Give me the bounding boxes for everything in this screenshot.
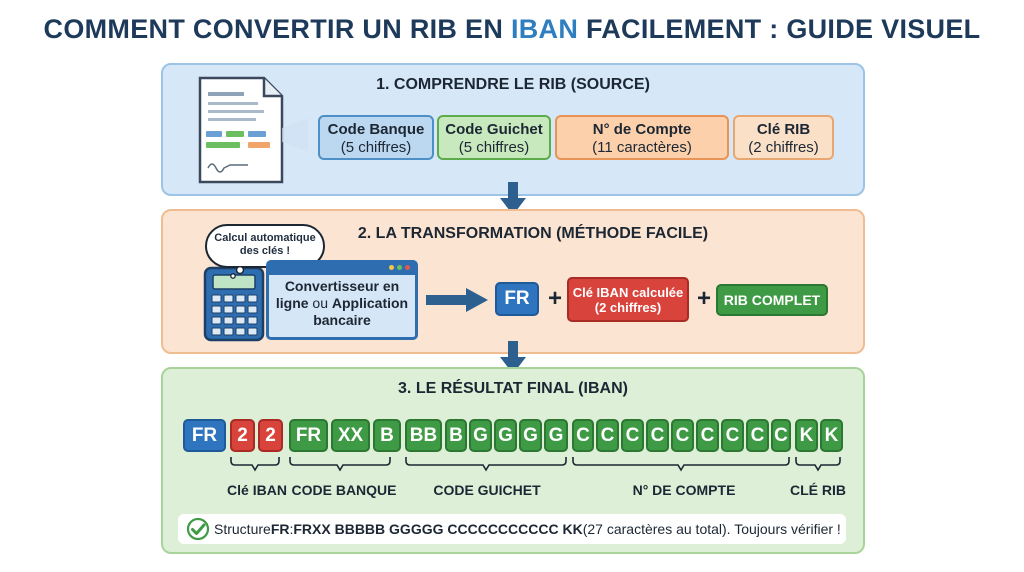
arrow-down-icon xyxy=(500,182,526,215)
segment-label-branch: CODE GUICHET xyxy=(433,482,541,498)
window-dot-icon xyxy=(397,265,402,270)
document-icon xyxy=(198,76,308,184)
rib-field-detail: (11 caractères) xyxy=(592,139,692,156)
iban-cell-account: C xyxy=(721,419,744,452)
iban-cell-account: C xyxy=(746,419,769,452)
iban-key-line-2: (2 chiffres) xyxy=(594,299,662,315)
window-controls xyxy=(389,265,410,270)
converter-label-bold-2: Application bancaire xyxy=(313,295,409,328)
rib-field-detail: (5 chiffres) xyxy=(340,139,412,156)
iban-cell-country: FR xyxy=(183,419,226,452)
section-3-heading: 3. LE RÉSULTAT FINAL (IBAN) xyxy=(398,380,628,397)
arrow-right-icon xyxy=(426,288,488,312)
section-1-heading: 1. COMPRENDRE LE RIB (SOURCE) xyxy=(376,76,650,93)
check-circle-icon xyxy=(186,517,210,541)
country-code-badge: FR xyxy=(495,282,539,316)
iban-cell-branch: G xyxy=(494,419,517,452)
plus-sign: + xyxy=(697,285,712,312)
iban-cell-account: C xyxy=(671,419,694,452)
iban-cell-key: 2 xyxy=(230,419,255,452)
arrow-down-icon xyxy=(500,341,526,374)
section-2-heading: 2. LA TRANSFORMATION (MÉTHODE FACILE) xyxy=(357,225,709,242)
converter-window: Convertisseur en ligne ou Application ba… xyxy=(266,260,418,340)
iban-cell-branch: BB xyxy=(405,419,442,452)
window-title-bar xyxy=(269,263,415,275)
iban-cell-bank: XX xyxy=(331,419,370,452)
plus-sign: + xyxy=(548,285,563,312)
iban-cell-account: C xyxy=(771,419,791,452)
rib-field-code-banque: Code Banque (5 chiffres) xyxy=(318,115,434,160)
note-prefix: Structure xyxy=(214,521,271,537)
rib-field-cle-rib: Clé RIB (2 chiffres) xyxy=(733,115,834,160)
segment-braces xyxy=(230,457,841,472)
iban-cell-account: C xyxy=(621,419,644,452)
iban-cell-account: C xyxy=(696,419,719,452)
iban-cell-account: C xyxy=(572,419,594,452)
iban-cell-key: 2 xyxy=(258,419,283,452)
segment-label-account: N° DE COMPTE xyxy=(632,482,736,498)
title-part-2: FACILEMENT : GUIDE VISUEL xyxy=(578,14,981,44)
rib-complete-badge: RIB COMPLET xyxy=(716,284,828,316)
bubble-tail-icon xyxy=(230,266,245,279)
note-country: FR xyxy=(270,521,290,537)
structure-note: Structure FR : FRXX BBBBB GGGGG CCCCCCCC… xyxy=(178,514,846,544)
segment-label-rib: CLÉ RIB xyxy=(790,482,846,498)
note-pattern: FRXX BBBBB GGGGG CCCCCCCCCCC KK xyxy=(293,521,583,537)
calculator-icon xyxy=(203,266,265,342)
rib-field-name: Code Guichet xyxy=(445,121,543,138)
iban-cell-rib-key: K xyxy=(795,419,818,452)
note-separator: : xyxy=(289,521,294,537)
segment-label-key: Clé IBAN xyxy=(227,482,287,498)
rib-field-detail: (2 chiffres) xyxy=(748,139,819,156)
title-highlight: IBAN xyxy=(510,14,579,44)
iban-cell-branch: G xyxy=(519,419,542,452)
iban-cell-branch: G xyxy=(469,419,492,452)
iban-cell-account: C xyxy=(596,419,619,452)
rib-field-numero-compte: N° de Compte (11 caractères) xyxy=(555,115,729,160)
rib-field-detail: (5 chiffres) xyxy=(458,139,530,156)
converter-label-or: ou xyxy=(308,295,332,311)
rib-field-code-guichet: Code Guichet (5 chiffres) xyxy=(437,115,551,160)
segment-label-bank: CODE BANQUE xyxy=(291,482,397,498)
iban-cell-bank: FR xyxy=(289,419,328,452)
iban-cell-account: C xyxy=(646,419,669,452)
iban-cell-branch: B xyxy=(445,419,467,452)
iban-cell-rib-key: K xyxy=(820,419,843,452)
iban-key-badge: Clé IBAN calculée (2 chiffres) xyxy=(567,277,689,322)
note-suffix: (27 caractères au total). Toujours vérif… xyxy=(582,521,841,537)
rib-field-name: N° de Compte xyxy=(592,121,692,138)
title-part-1: COMMENT CONVERTIR UN RIB EN xyxy=(43,14,511,44)
window-dot-icon xyxy=(405,265,410,270)
rib-field-name: Clé RIB xyxy=(756,121,811,138)
converter-label-bold-1: Convertisseur en ligne xyxy=(275,278,400,311)
iban-cell-bank: B xyxy=(373,419,401,452)
rib-field-name: Code Banque xyxy=(327,121,425,138)
iban-cell-branch: G xyxy=(544,419,568,452)
converter-label: Convertisseur en ligne ou Application ba… xyxy=(273,278,411,329)
window-dot-icon xyxy=(389,265,394,270)
iban-key-line-1: Clé IBAN calculée xyxy=(572,284,684,300)
page-title: COMMENT CONVERTIR UN RIB EN IBAN FACILEM… xyxy=(0,14,1024,45)
